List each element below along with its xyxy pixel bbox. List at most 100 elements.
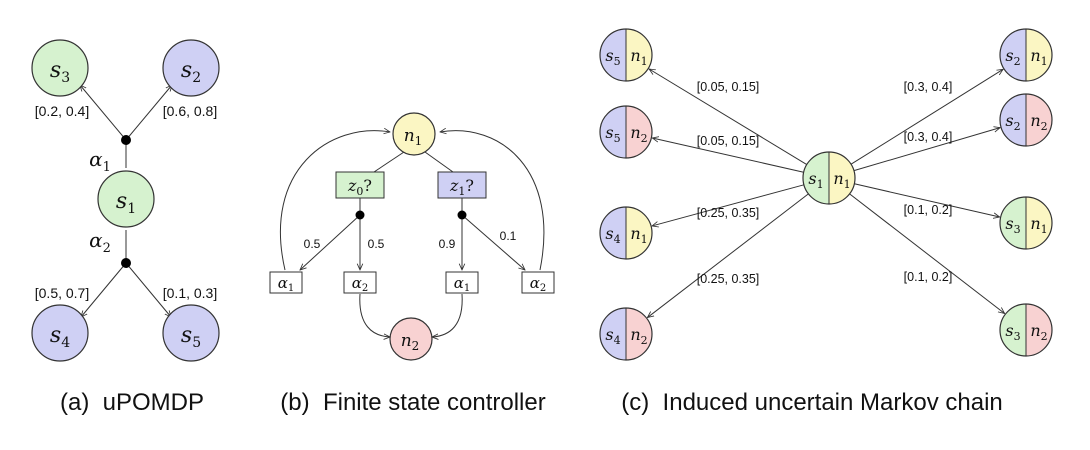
node-n2-sub: 2: [412, 339, 420, 353]
edge-n1-z1: [424, 151, 454, 173]
chain-interval-s5-n2: [0.05, 0.15]: [697, 134, 760, 148]
observation-z1-suffix: ?: [465, 176, 474, 195]
chain-interval-s2-n1: [0.3, 0.4]: [904, 80, 953, 94]
svg-text:α1: α1: [89, 147, 111, 175]
chain-edge-s2-n2: [853, 128, 1000, 172]
action-alpha1-sub: 1: [103, 160, 111, 175]
state-s4: [31, 304, 89, 362]
probability-right-a2: 0.1: [500, 229, 517, 243]
action-dot-alpha1: [121, 135, 131, 145]
chain-interval-s3-n2: [0.1, 0.2]: [904, 270, 953, 284]
chain-node-s4-n1-state-half: [600, 207, 626, 259]
state-s1-label: s: [116, 189, 127, 214]
observation-z0-sub: 0: [356, 185, 363, 198]
svg-text:s2: s2: [181, 58, 201, 86]
chain-node-s3-n2-memory-half: [1026, 304, 1052, 356]
panel-b-fsc: n1 n2 z0? z1? α1 α2 α1 α2 0.5 0.5 0.9 0.…: [269, 112, 555, 416]
probability-right-a1: 0.9: [439, 237, 456, 251]
svg-text:s5: s5: [181, 323, 201, 351]
chain-node-s5-n2-state-half: [600, 106, 626, 158]
panel-c-edges: [647, 69, 1004, 318]
chain-interval-s2-n2: [0.3, 0.4]: [904, 130, 953, 144]
chain-interval-s4-n2: [0.25, 0.35]: [697, 272, 760, 286]
action-box-left-a1: [269, 271, 303, 294]
node-n1-label: n: [404, 126, 415, 146]
chain-edge-s5-n1: [649, 69, 808, 165]
panel-a-upomdp: s3 s2 s1 s4 s5 α1 α2 [0.2, 0.4] [0.6, 0.…: [31, 39, 220, 416]
chain-edge-s2-n1: [850, 69, 1003, 165]
chain-node-s4-n2-memory-half: [626, 308, 652, 360]
svg-text:z1?: z1?: [449, 176, 474, 198]
action-box-left-a2-sub: 2: [362, 283, 368, 294]
chain-node-s2-n1-state-half: [1000, 29, 1026, 81]
chain-node-s5-n2-memory-half: [626, 106, 652, 158]
chain-node-center-s1-n1-memory-half: [829, 152, 855, 204]
interval-to-s3: [0.2, 0.4]: [35, 103, 89, 119]
action-dot-alpha2: [121, 258, 131, 268]
chain-node-s3-n1-state-half: [1000, 197, 1026, 249]
edge-alpha1-s3: [80, 85, 127, 141]
chain-interval-s3-n1: [0.1, 0.2]: [904, 203, 953, 217]
chain-interval-s5-n1: [0.05, 0.15]: [697, 80, 760, 94]
action-box-right-a1: [445, 271, 479, 294]
svg-text:α2: α2: [530, 274, 547, 294]
chain-node-s2-n2-memory-half: [1026, 94, 1052, 146]
observation-z0-box: [335, 171, 385, 199]
node-n1-sub: 1: [415, 134, 423, 148]
interval-to-s4: [0.5, 0.7]: [35, 285, 89, 301]
edge-left-a2-to-n2: [359, 293, 390, 337]
distribution-dot-right: [457, 210, 467, 220]
svg-text:α2: α2: [352, 274, 369, 294]
svg-text:s1: s1: [116, 189, 136, 217]
edge-dot-right-a2: [461, 214, 525, 270]
caption-panel-b: (b) Finite state controller: [280, 389, 545, 416]
state-s1-sub: 1: [127, 201, 136, 217]
edge-right-a2-loop-n1: [440, 131, 545, 271]
svg-text:s3: s3: [50, 58, 70, 86]
action-box-right-a2-label: α: [530, 274, 540, 292]
edge-alpha2-s4: [81, 262, 127, 317]
chain-edge-s3-n1: [854, 183, 999, 217]
state-s2-sub: 2: [192, 70, 201, 86]
action-alpha1-label: α: [89, 147, 103, 171]
svg-text:s4: s4: [50, 323, 70, 351]
state-s3-label: s: [50, 58, 61, 83]
chain-node-s4-n2-state-half: [600, 308, 626, 360]
svg-text:α2: α2: [89, 228, 111, 256]
chain-edge-s3-n2: [849, 193, 1005, 314]
edge-dot-left-a1: [300, 214, 361, 270]
action-box-left-a2-label: α: [352, 274, 362, 292]
chain-edge-s5-n2: [652, 138, 804, 173]
svg-text:z0?: z0?: [347, 176, 372, 198]
node-n1: [392, 112, 436, 156]
svg-text:α1: α1: [454, 274, 471, 294]
caption-panel-c: (c) Induced uncertain Markov chain: [621, 389, 1003, 416]
edge-right-a1-to-n2: [432, 293, 463, 337]
edge-alpha1-s2: [125, 85, 172, 141]
state-s5-label: s: [181, 323, 192, 348]
chain-interval-s4-n1: [0.25, 0.35]: [697, 206, 760, 220]
svg-text:α1: α1: [278, 274, 295, 294]
chain-edge-s4-n1: [652, 184, 805, 226]
interval-to-s2: [0.6, 0.8]: [163, 103, 217, 119]
chain-edge-s4-n2: [647, 193, 809, 318]
svg-text:n2: n2: [401, 331, 420, 353]
panel-c-labels: [0.05, 0.15] [0.05, 0.15] [0.25, 0.35] [0.2…: [697, 80, 953, 286]
observation-z1-box: [437, 171, 487, 199]
action-alpha2-sub: 2: [103, 241, 111, 256]
edge-alpha2-s5: [125, 262, 171, 317]
chain-node-s4-n1-memory-half: [626, 207, 652, 259]
state-s2: [162, 39, 220, 97]
probability-left-a1: 0.5: [304, 237, 321, 251]
action-box-right-a2: [521, 271, 555, 294]
